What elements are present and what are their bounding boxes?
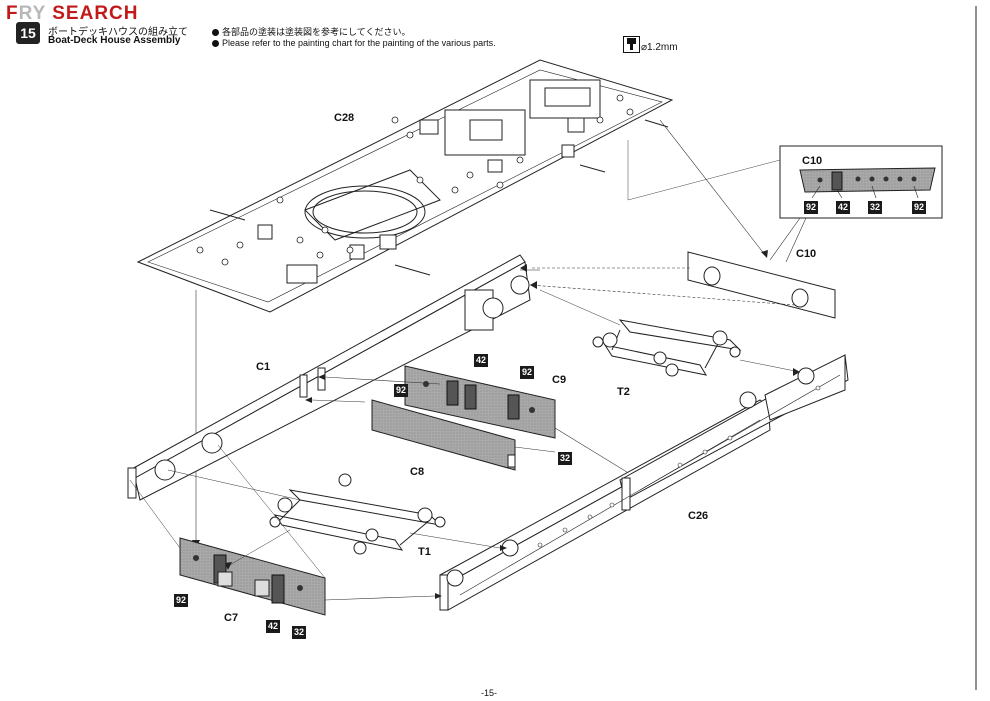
site-logo: FRY SEARCH: [6, 3, 139, 24]
part-c10-bulkhead: [687, 251, 836, 319]
paint-code-badge: 42: [474, 354, 489, 367]
label-c8: C8: [410, 466, 425, 478]
part-c7-panel: [179, 537, 326, 616]
rail-holes: [537, 385, 821, 548]
deck-studs: [196, 94, 634, 266]
part-c26-rail: [439, 354, 849, 611]
paint-code-badge: 92: [804, 201, 819, 214]
label-c7: C7: [224, 612, 239, 624]
paint-code-badge: 32: [292, 626, 307, 639]
label-c10-inset: C10: [802, 155, 823, 167]
bullet-icon: [212, 29, 219, 36]
label-t1: T1: [418, 546, 431, 558]
paint-code-badge: 32: [558, 452, 573, 465]
label-c28: C28: [334, 112, 355, 124]
part-t1-frame: [269, 473, 446, 555]
part-c1-side: [127, 254, 531, 501]
title-japanese: ボートデッキハウスの組み立て: [48, 27, 188, 38]
part-t2-frame: [592, 319, 742, 377]
paint-code-badge: 92: [520, 366, 535, 379]
note-japanese: 各部品の塗装は塗装図を参考にしてください。: [212, 25, 410, 38]
label-c26: C26: [688, 510, 709, 522]
part-c9-panel: [404, 365, 556, 439]
paint-code-badge: 42: [266, 620, 281, 633]
paint-code-badge: 42: [836, 201, 851, 214]
page-number: -15-: [481, 688, 498, 698]
label-c10: C10: [796, 248, 817, 260]
paint-code-badge: 92: [394, 384, 409, 397]
paint-code-badge: 92: [912, 201, 927, 214]
step-number: 15: [16, 22, 40, 44]
drill-icon: [623, 36, 640, 53]
title-english: Boat-Deck House Assembly: [48, 35, 181, 46]
bullet-icon: [212, 40, 219, 47]
note-english: Please refer to the painting chart for t…: [212, 38, 496, 48]
label-c9: C9: [552, 374, 567, 386]
paint-code-badge: 92: [174, 594, 189, 607]
label-t2: T2: [617, 386, 630, 398]
drill-size-label: ⌀1.2mm: [641, 42, 678, 53]
part-c8-panel: [371, 399, 516, 471]
part-c28-deck: [136, 59, 674, 313]
label-c1: C1: [256, 361, 271, 373]
paint-code-badge: 32: [868, 201, 883, 214]
